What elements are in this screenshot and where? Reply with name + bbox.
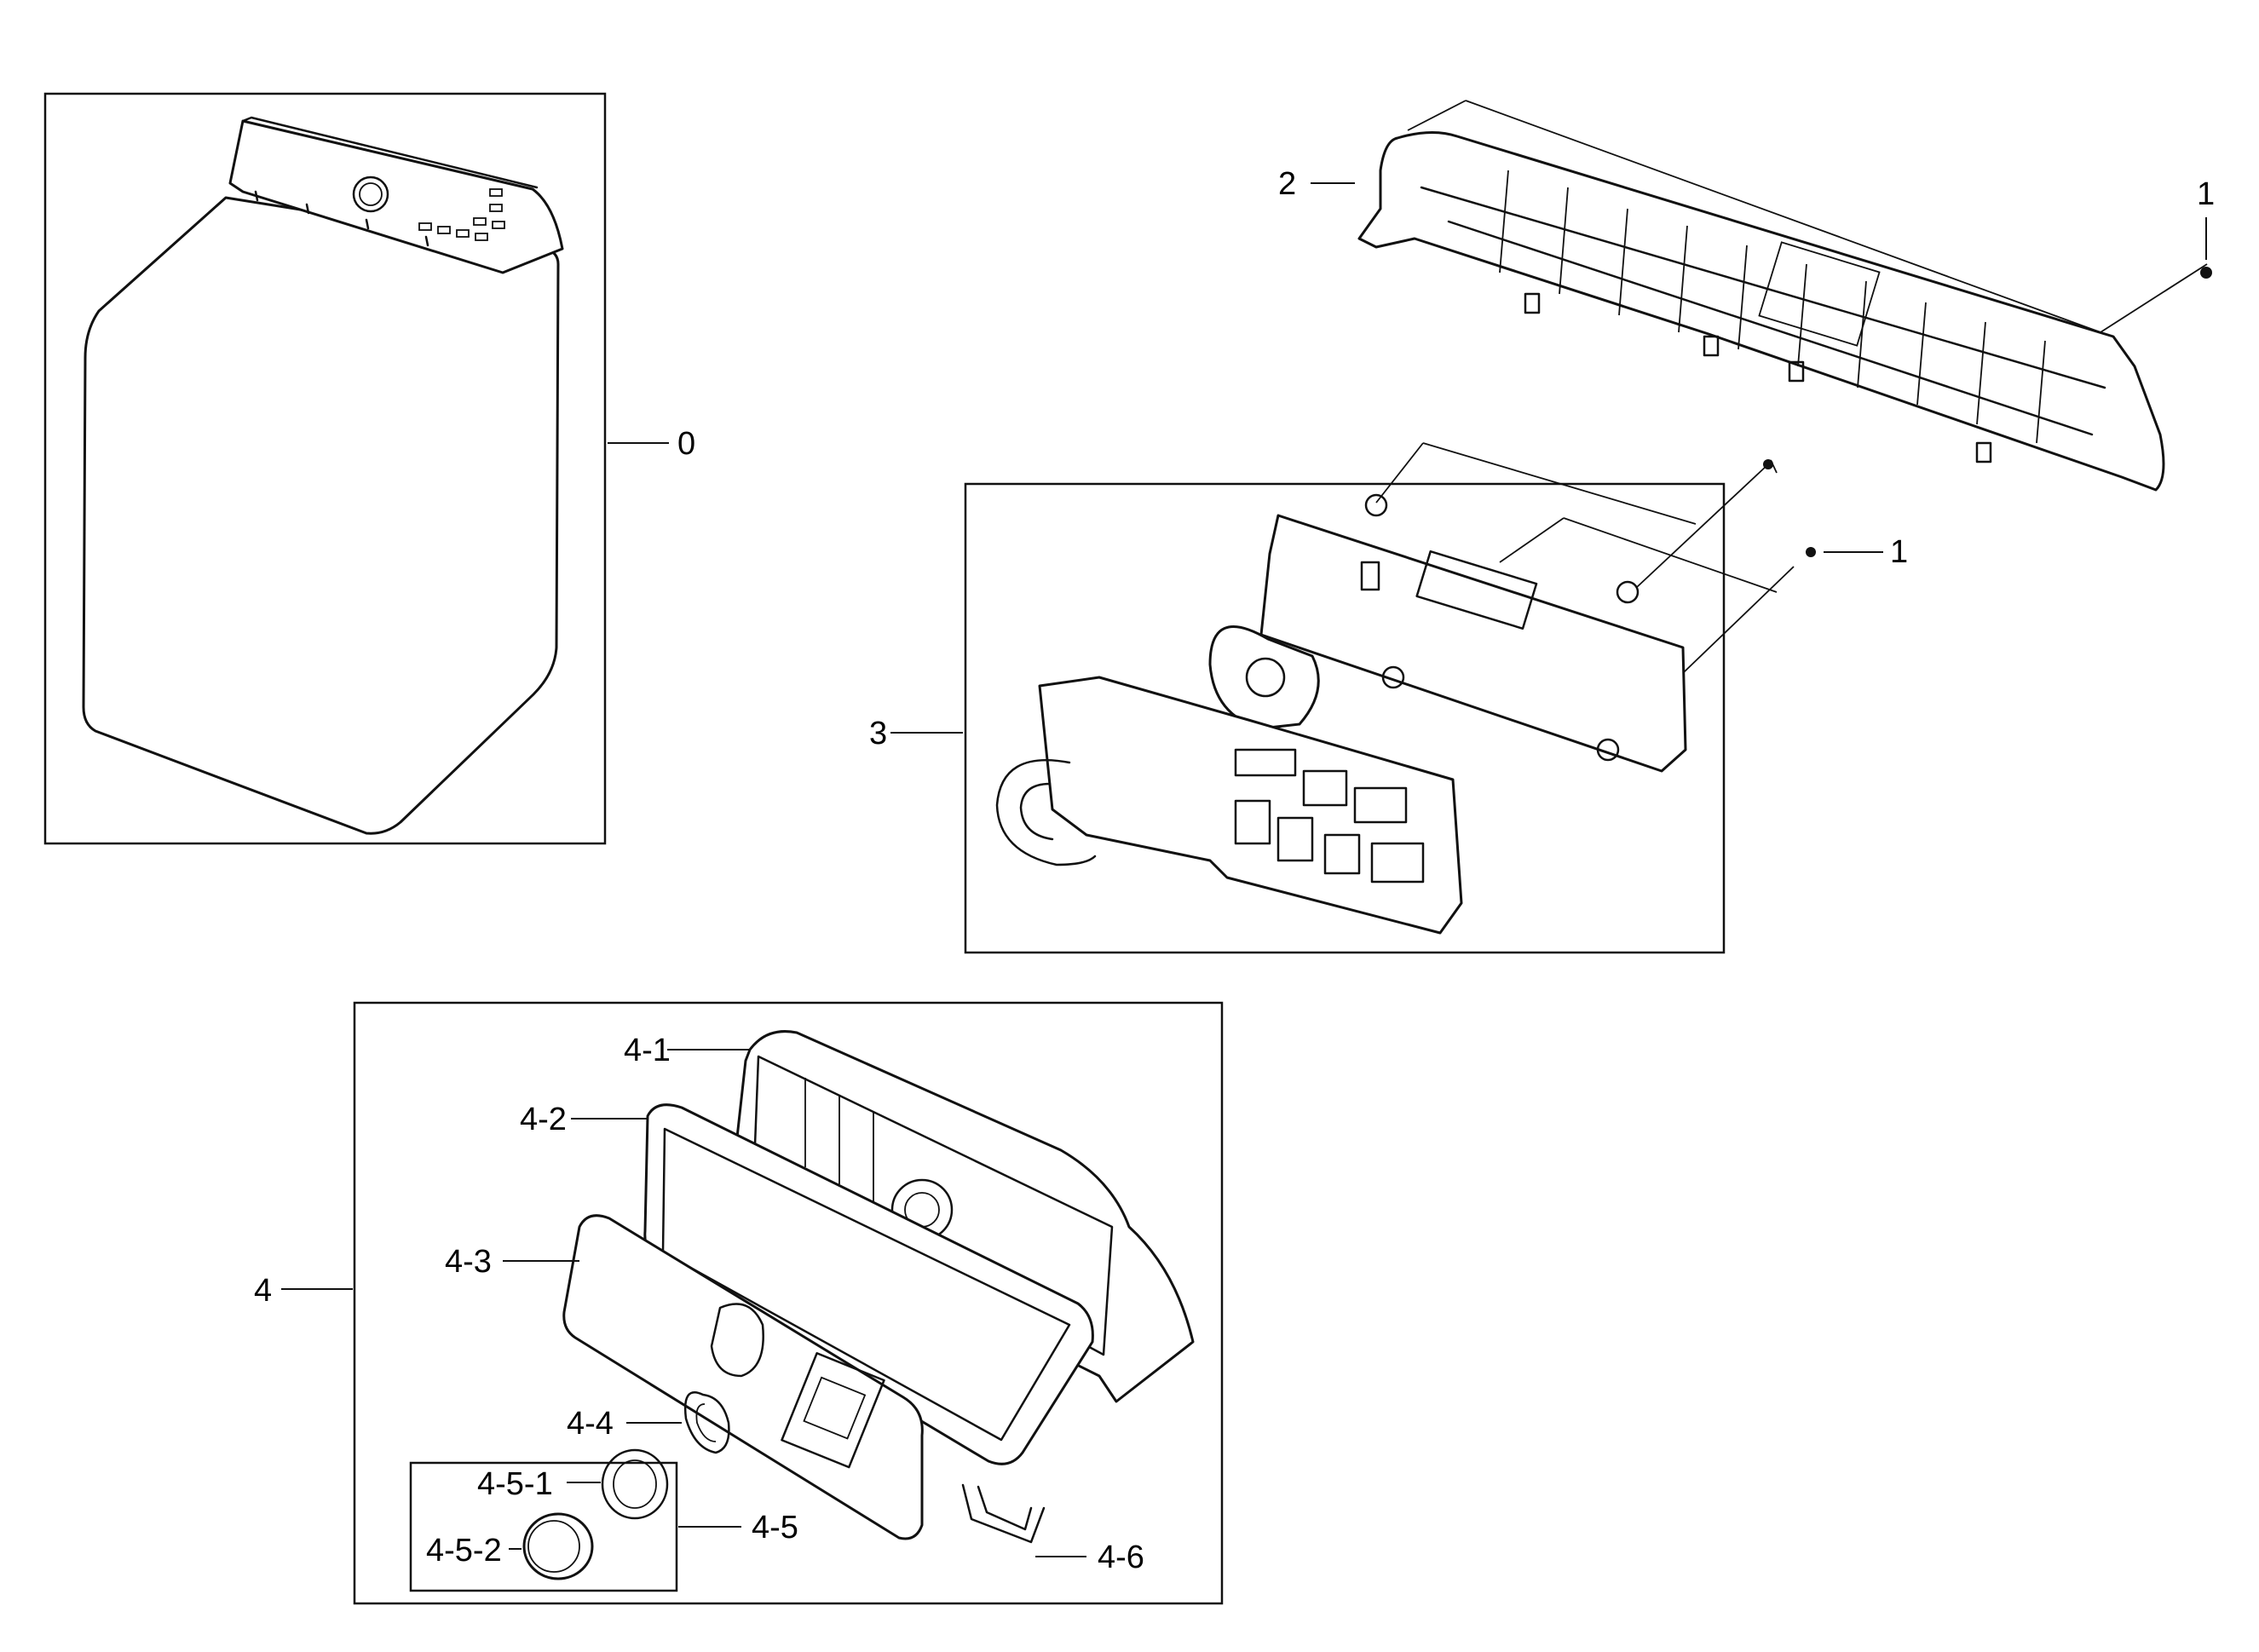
group-4-box [353, 1001, 1224, 1605]
washer-panel-edge [241, 116, 539, 189]
pcb-display-window [1415, 550, 1538, 630]
callout-4-5-2: 4-5-2 [426, 1533, 502, 1569]
callout-4-1: 4-1 [624, 1033, 671, 1068]
part-4-5-1-knob-ring [601, 1448, 669, 1520]
part-4-2-frame-inner [661, 1127, 1071, 1442]
pcb-lower-encoder-inner [1019, 782, 1054, 841]
pcb-mount-hole [1381, 665, 1405, 689]
guide-line [1635, 463, 1769, 589]
part-4-3-screen [803, 1376, 867, 1440]
washer-control-panel [228, 119, 564, 274]
panel-frame-rib [1420, 186, 2106, 389]
washer-dial-inner [359, 182, 383, 206]
callout-4-3: 4-3 [445, 1244, 492, 1280]
pcb-mount-hole [1364, 493, 1388, 517]
guide-line [1422, 442, 1697, 525]
part-4-5-1-knob-ring-inner [613, 1459, 657, 1509]
pcb-lower-board [1038, 676, 1463, 935]
panel-frame-rib [1447, 220, 2094, 436]
group-4-panel-cover: 4 4-1 4-2 4-3 4-4 4-5 [254, 1001, 1224, 1605]
callout-2: 2 [1278, 166, 1296, 202]
washer-dial [352, 176, 389, 213]
callout-4-4: 4-4 [567, 1406, 614, 1442]
pcb-lower-components [1234, 748, 1425, 884]
screw-icon [1806, 547, 1816, 557]
guide-line [2100, 263, 2208, 333]
part-4-6-clip [961, 1483, 1046, 1544]
part-4-5-2-knob-cap [522, 1512, 594, 1580]
guide-line [1465, 100, 2101, 333]
part-2-control-panel-frame: 2 1 [1278, 100, 2215, 492]
group-3-pcb-assembly: 3 1 [869, 442, 1908, 954]
pcb-encoder-hub [1245, 657, 1286, 698]
pcb-switch [1360, 561, 1380, 591]
guide-line [1499, 517, 1565, 563]
callout-4-5-1: 4-5-1 [477, 1466, 553, 1502]
pcb-mount-hole [1596, 738, 1620, 762]
part-4-4-dial-ring [683, 1391, 730, 1454]
screw-icon [1763, 459, 1773, 469]
part-4-3-dial-opening [710, 1303, 764, 1378]
callout-0: 0 [677, 426, 695, 462]
part-4-5-box [409, 1461, 678, 1592]
panel-frame-clips [1524, 292, 1992, 463]
washer-panel-tabs [254, 190, 429, 247]
guide-line [1375, 442, 1424, 504]
screw-icon [2200, 267, 2212, 279]
part-4-4-dial-ring-inner [695, 1403, 717, 1442]
washer-buttons [418, 188, 505, 241]
group-0-washer-assembly: 0 [43, 92, 695, 845]
pcb-lower-encoder-ring [995, 758, 1097, 866]
part-4-1-inner [752, 1055, 1114, 1356]
callout-3: 3 [869, 716, 887, 751]
part-4-5-2-knob-cap-face [527, 1520, 580, 1573]
part-4-3-window [562, 1214, 924, 1540]
pcb-board [1259, 514, 1687, 773]
panel-frame-grid [1499, 170, 2046, 444]
pcb-encoder-ring [1208, 625, 1320, 730]
washer-cabinet [82, 196, 560, 835]
guide-line [1407, 100, 1467, 131]
pcb-mount-hole [1616, 580, 1640, 604]
part-4-3-display [781, 1352, 885, 1469]
callout-4-5: 4-5 [752, 1510, 798, 1546]
group-3-box [964, 482, 1726, 954]
guide-line [1682, 566, 1795, 674]
callout-4-6: 4-6 [1098, 1540, 1144, 1575]
callout-4: 4 [254, 1273, 272, 1309]
callout-1-mid: 1 [1890, 534, 1908, 570]
group-0-box [43, 92, 607, 845]
callout-4-2: 4-2 [520, 1102, 567, 1137]
part-4-6-clip-inner [977, 1485, 1033, 1531]
callout-1-top: 1 [2197, 176, 2215, 212]
